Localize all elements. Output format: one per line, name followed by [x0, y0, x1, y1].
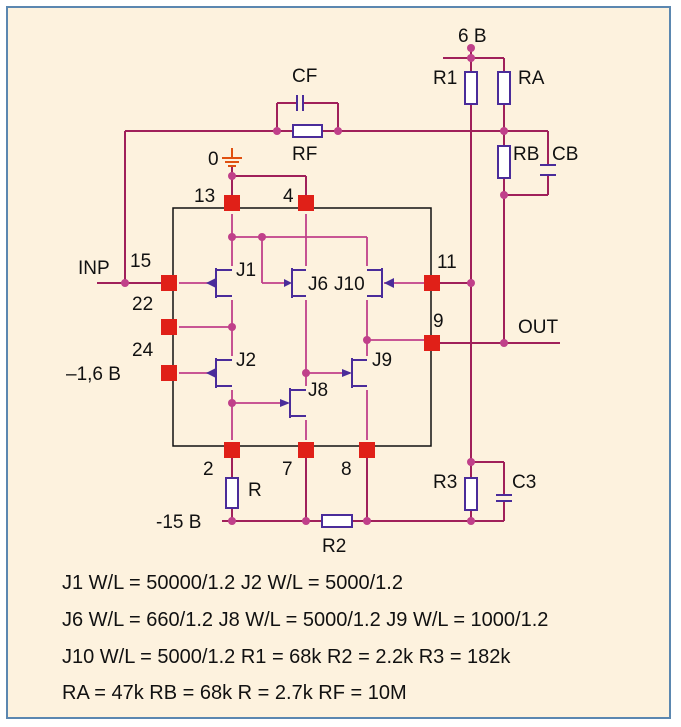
- pin-number-2: 2: [203, 459, 214, 480]
- pin-22: [161, 319, 177, 335]
- pin-2: [224, 442, 240, 458]
- pin-4: [298, 195, 314, 211]
- label-cb: CB: [552, 144, 578, 165]
- ground-icon: [222, 148, 242, 167]
- resistor-rb: [497, 145, 511, 179]
- spec-line-2: J6 W/L = 660/1.2 J8 W/L = 5000/1.2 J9 W/…: [62, 609, 549, 631]
- pin-number-7: 7: [282, 459, 293, 480]
- pin-number-9: 9: [433, 311, 444, 332]
- pin-number-22: 22: [132, 294, 153, 315]
- pin-9: [424, 335, 440, 351]
- pin-13: [224, 195, 240, 211]
- pin-number-24: 24: [132, 340, 154, 361]
- chip-pins: [161, 195, 440, 458]
- label-ground: 0: [208, 149, 219, 170]
- label-bias-neg: –1,6 В: [66, 364, 121, 385]
- label-j8: J8: [308, 380, 328, 401]
- label-r3: R3: [433, 472, 457, 493]
- resistor-ra: [497, 71, 511, 105]
- spec-line-3: J10 W/L = 5000/1.2 R1 = 68k R2 = 2.2k R3…: [62, 646, 511, 668]
- pin-number-15: 15: [130, 251, 151, 272]
- resistor-r2: [321, 514, 353, 528]
- pin-number-8: 8: [341, 459, 352, 480]
- pin-24: [161, 365, 177, 381]
- label-j9: J9: [372, 350, 392, 371]
- transistor-arrows: [206, 278, 394, 407]
- label-j2: J2: [236, 350, 256, 371]
- label-j1: J1: [236, 260, 256, 281]
- pin-number-11: 11: [437, 252, 457, 273]
- label-input: INP: [78, 258, 110, 279]
- label-ra: RA: [518, 68, 545, 89]
- resistors: [225, 71, 511, 528]
- pin-7: [298, 442, 314, 458]
- internal-wires: [179, 214, 424, 440]
- resistor-r1: [464, 71, 478, 105]
- capacitors: [296, 95, 556, 502]
- label-supply-neg: -15 В: [156, 512, 201, 533]
- pin-15: [161, 275, 177, 291]
- spec-line-1: J1 W/L = 50000/1.2 J2 W/L = 5000/1.2: [62, 572, 403, 594]
- pin-number-4: 4: [283, 186, 294, 207]
- label-rf: RF: [292, 144, 317, 165]
- label-rb: RB: [513, 144, 539, 165]
- label-output: OUT: [518, 317, 559, 338]
- label-j6: J6: [308, 274, 328, 295]
- spec-line-4: RA = 47k RB = 68k R = 2.7k RF = 10M: [62, 682, 407, 704]
- pin-number-13: 13: [194, 186, 215, 207]
- resistor-r: [225, 477, 239, 509]
- label-c3: C3: [512, 472, 536, 493]
- label-supply-pos: 6 В: [458, 26, 487, 47]
- label-cf: CF: [292, 66, 317, 87]
- junction-nodes: [121, 44, 508, 525]
- wires: [97, 48, 560, 522]
- pin-11: [424, 275, 440, 291]
- pin-8: [359, 442, 375, 458]
- label-r: R: [248, 480, 262, 501]
- resistor-rf: [292, 124, 323, 138]
- resistor-r3: [464, 477, 478, 511]
- label-r2: R2: [322, 536, 346, 557]
- label-r1: R1: [433, 68, 457, 89]
- label-j10: J10: [334, 274, 365, 295]
